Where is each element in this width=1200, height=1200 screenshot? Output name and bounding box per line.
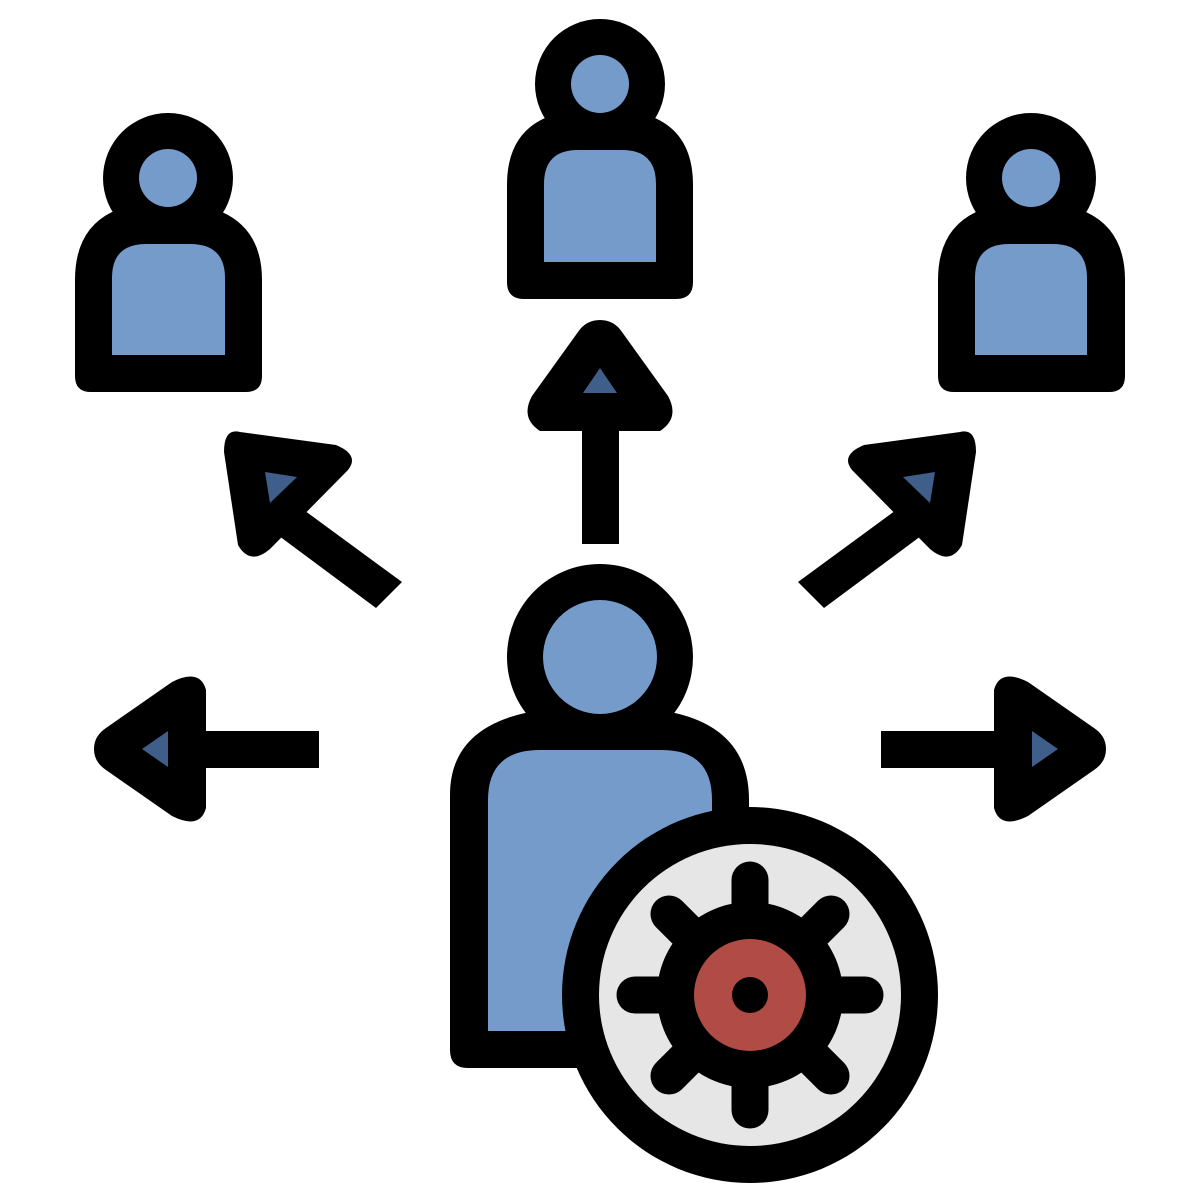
arrow-up-left-icon: [224, 431, 402, 608]
arrow-up-icon: [527, 320, 673, 544]
person-top-icon: [507, 19, 693, 299]
arrow-right-icon: [881, 676, 1106, 822]
virus-badge-icon: [562, 807, 938, 1183]
person-left-icon: [75, 113, 262, 392]
arrow-left-icon: [94, 676, 319, 822]
arrow-up-right-icon: [798, 431, 976, 608]
person-right-icon: [938, 113, 1125, 392]
